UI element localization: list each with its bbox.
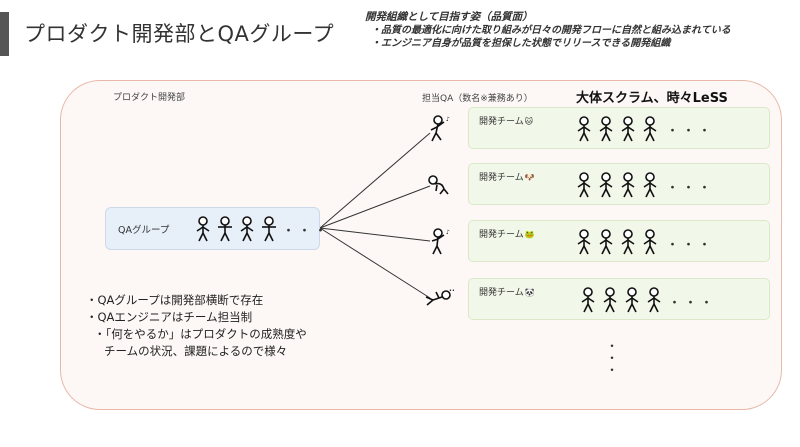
dev-team-label-4: 開発チーム🐼 xyxy=(479,285,535,298)
person-icon xyxy=(624,287,640,313)
notes-block: ・QAグループは開発部横断で存在 ・QAエンジニアはチーム担当制 ・「何をやるか… xyxy=(86,292,307,360)
dev-team-name-2: 開発チーム xyxy=(479,173,524,183)
person-icon xyxy=(646,287,662,313)
person-icon xyxy=(620,116,636,142)
goal-block: 開発組織として目指す姿（品質面） ・品質の最適化に向けた取り組みが日々の開発フロ… xyxy=(365,11,731,50)
qa-engineer-crouching-icon xyxy=(428,175,449,195)
qa-group-ellipsis: ・・・ xyxy=(282,224,331,239)
svg-text:♪: ♪ xyxy=(446,229,450,236)
note-line-3: ・「何をやるか」はプロダクトの成熟度や xyxy=(94,327,307,341)
note-line-1: ・QAグループは開発部横断で存在 xyxy=(86,293,264,307)
person-icon xyxy=(195,216,211,242)
person-icon xyxy=(642,172,658,198)
dev-team-ellipsis-3: ・・・ xyxy=(666,238,715,253)
org-label: プロダクト開発部 xyxy=(113,93,186,103)
dev-team-label-1: 開発チーム🐱 xyxy=(479,114,533,127)
goal-item-2: ・エンジニア自身が品質を担保した状態でリリースできる開発組織 xyxy=(371,38,671,49)
dev-team-members-1 xyxy=(576,116,658,142)
frog-icon: 🐸 xyxy=(524,230,535,239)
dev-team-ellipsis-4: ・・・ xyxy=(668,296,717,311)
qa-group-box: QAグループ xyxy=(105,207,320,250)
qa-engineer-cheering-icon: ♪ xyxy=(431,228,450,255)
qa-assignment-label: 担当QA（数名※兼務あり） xyxy=(422,94,533,104)
slide-title: プロダクト開発部とQAグループ xyxy=(24,22,335,46)
dev-team-members-2 xyxy=(576,172,658,198)
person-icon xyxy=(576,116,592,142)
svg-text:♪: ♪ xyxy=(446,116,450,123)
person-icon xyxy=(598,229,614,255)
person-icon xyxy=(620,172,636,198)
goal-item-1: ・品質の最適化に向けた取り組みが日々の開発フローに自然と組み込まれている xyxy=(371,25,731,36)
cat-icon: 🐱 xyxy=(524,117,534,126)
qa-engineer-dancing-icon: ♪ xyxy=(430,115,450,142)
dev-team-name-1: 開発チーム xyxy=(479,117,524,127)
note-line-2: ・QAエンジニアはチーム担当制 xyxy=(86,310,253,324)
qa-group-members xyxy=(195,216,277,242)
dev-team-name-3: 開発チーム xyxy=(479,230,524,240)
person-icon xyxy=(642,229,658,255)
dev-team-label-2: 開発チーム🐶 xyxy=(479,170,535,183)
qa-engineer-sliding-icon: ••• xyxy=(425,288,454,306)
dev-team-name-4: 開発チーム xyxy=(479,288,524,298)
person-icon xyxy=(217,216,233,242)
connector-line-2 xyxy=(319,185,431,229)
dev-team-members-4 xyxy=(580,287,662,313)
person-icon xyxy=(620,229,636,255)
scrum-label: 大体スクラム、時々LeSS xyxy=(576,91,728,106)
person-icon xyxy=(598,172,614,198)
more-teams-ellipsis: ・ ・ ・ xyxy=(606,339,619,377)
person-icon xyxy=(261,216,277,242)
dev-team-box-4: 開発チーム🐼 xyxy=(468,278,770,320)
person-icon xyxy=(598,116,614,142)
connector-line-4 xyxy=(319,227,431,299)
dev-team-ellipsis-1: ・・・ xyxy=(666,124,715,139)
person-icon xyxy=(580,287,596,313)
connector-line-3 xyxy=(319,227,431,242)
qa-group-label: QAグループ xyxy=(118,225,170,236)
dev-team-box-3: 開発チーム🐸 xyxy=(468,220,770,262)
dev-team-box-2: 開発チーム🐶 xyxy=(468,163,770,205)
dev-team-box-1: 開発チーム🐱 xyxy=(468,107,770,149)
person-icon xyxy=(602,287,618,313)
person-icon xyxy=(576,229,592,255)
title-accent-bar xyxy=(0,12,9,56)
dev-team-label-3: 開発チーム🐸 xyxy=(479,227,535,240)
person-icon xyxy=(576,172,592,198)
dog-icon: 🐶 xyxy=(524,173,535,182)
panda-icon: 🐼 xyxy=(524,288,535,297)
svg-text:•••: ••• xyxy=(449,288,454,294)
connector-line-1 xyxy=(319,132,431,229)
person-icon xyxy=(239,216,255,242)
person-icon xyxy=(642,116,658,142)
dev-team-ellipsis-2: ・・・ xyxy=(666,181,715,196)
note-line-4: チームの状況、課題によるので様々 xyxy=(104,344,288,358)
dev-team-members-3 xyxy=(576,229,658,255)
goal-heading: 開発組織として目指す姿（品質面） xyxy=(365,11,533,23)
